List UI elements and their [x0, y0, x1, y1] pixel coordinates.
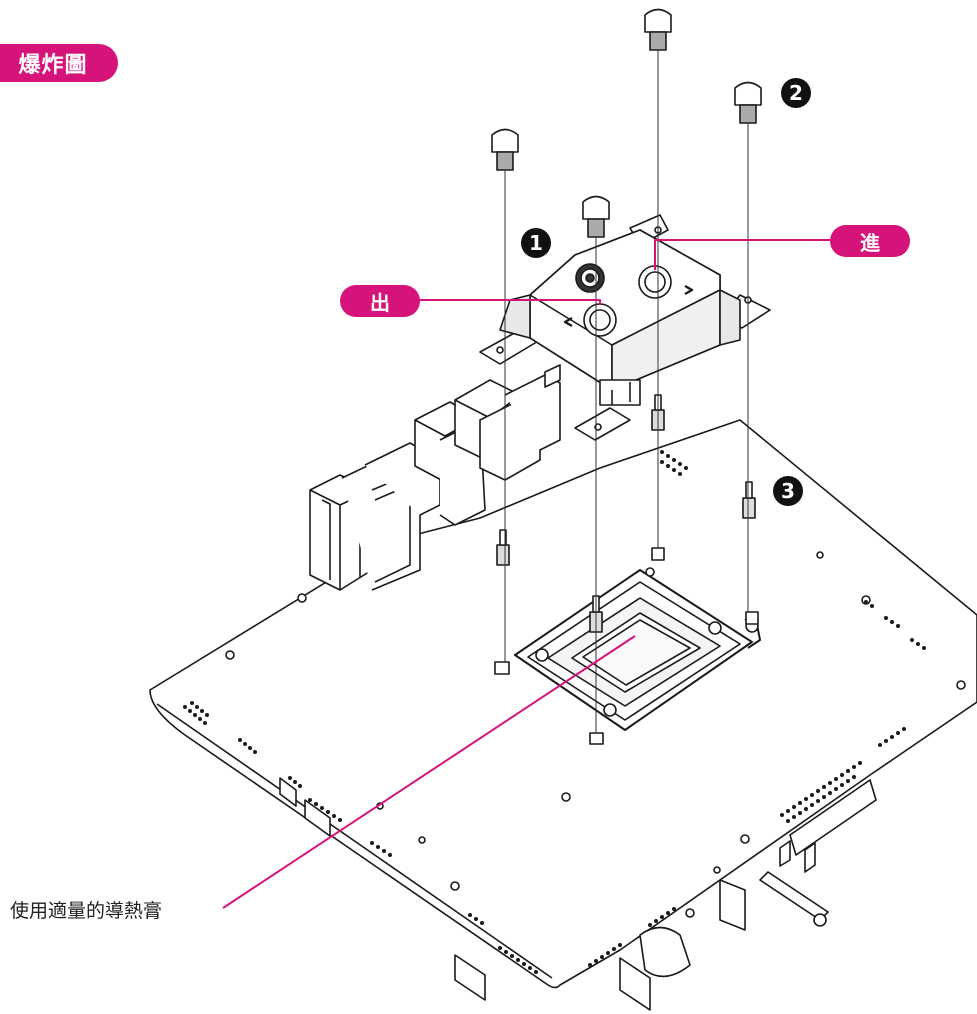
- inlet-label: 進: [830, 225, 910, 257]
- step-3-marker: 3: [773, 476, 803, 506]
- leader-lines: [222, 239, 848, 909]
- motherboard: [149, 419, 977, 1011]
- page-title: 爆炸圖: [0, 44, 118, 82]
- rear-io-ports: [309, 374, 561, 591]
- water-block: [479, 214, 771, 441]
- screws: [491, 8, 762, 238]
- cpu-socket: [514, 567, 761, 731]
- step-2-marker: 2: [781, 78, 811, 108]
- step-1-marker: 1: [521, 228, 551, 258]
- outlet-label: 出: [340, 285, 420, 317]
- thermal-paste-caption: 使用適量的導熱膏: [10, 900, 163, 922]
- alignment-lines: [504, 50, 749, 733]
